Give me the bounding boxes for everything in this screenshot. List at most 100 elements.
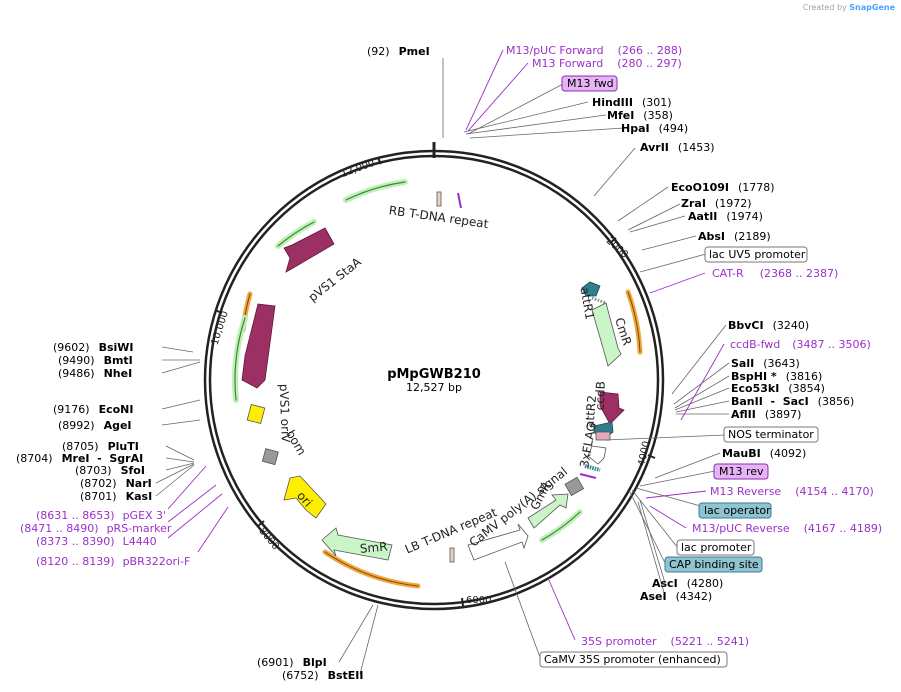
primer-leaders (167, 49, 725, 641)
enzyme-econi: (9176)EcoNI (53, 403, 133, 416)
enzyme-avrii: AvrII(1453) (640, 141, 714, 154)
label-bom: bom (283, 428, 308, 458)
box-lac-uv5-promoter-text: lac UV5 promoter (709, 248, 806, 261)
box-m13-rev-text: M13 rev (719, 465, 764, 478)
ruler-label-6000: 6000 (466, 595, 491, 606)
enzyme-pmei: (92)PmeI (367, 45, 430, 58)
enzyme-ecoo109i: EcoO109I(1778) (671, 181, 775, 194)
plasmid-name: pMpGWB210 (387, 367, 481, 382)
camv-polya-arrow (467, 523, 529, 561)
enzyme-aatii: AatII(1974) (688, 210, 763, 223)
oriv-marker (246, 403, 266, 425)
primer-ccdb-fwd: ccdB-fwd(3487 .. 3506) (730, 338, 871, 351)
label-smr: SmR (359, 539, 388, 555)
primer-prs-marker: (8471 .. 8490)pRS-marker (20, 522, 172, 535)
enzyme-eco53ki: Eco53kI(3854) (731, 382, 825, 395)
label-oriv: pVS1 oriV (277, 384, 293, 444)
grey-marker-small (564, 476, 585, 497)
enzyme-bsphi: BspHI *(3816) (731, 370, 822, 383)
enzyme-sali: SalI(3643) (731, 357, 800, 370)
ruler-label-10000: 10,000 (210, 310, 231, 347)
boxed-labels: M13 fwd lac UV5 promoter NOS terminator … (539, 75, 819, 668)
ruler (214, 157, 656, 607)
box-camv-35s-enhanced-text: CaMV 35S promoter (enhanced) (544, 653, 721, 666)
box-nos-terminator-text: NOS terminator (728, 428, 814, 441)
enzyme-blpi: (6901)BlpI (257, 656, 327, 669)
ruler-label-4000: 4000 (636, 440, 652, 467)
enzyme-kasi: (8701)KasI (80, 490, 152, 503)
gmr-arrow (527, 493, 569, 529)
primer-l4440: (8373 .. 8390)L4440 (36, 535, 157, 548)
box-camv-35s-enhanced (539, 651, 728, 668)
label-attr1: attR1 (577, 286, 596, 321)
plasmid-length: 12,527 bp (406, 381, 462, 394)
watermark: Created by SnapGene (802, 3, 895, 12)
green-arcs (232, 179, 583, 543)
box-cap-binding-site (664, 556, 763, 573)
ccdb-arrow (599, 391, 625, 425)
enzyme-sfoi: (8703)SfoI (75, 464, 145, 477)
primer-pbr322ori-f: (8120 .. 8139)pBR322ori-F (36, 555, 190, 568)
primer-pgex-3: (8631 .. 8653)pGEX 3' (36, 509, 166, 522)
primer-cat-r: CAT-R(2368 .. 2387) (712, 267, 838, 280)
box-lac-uv5-promoter (704, 246, 808, 263)
primer-m13-puc-forward: M13/pUC Forward(266 .. 288) (506, 44, 682, 57)
enzyme-nhei: (9486)NheI (58, 367, 132, 380)
enzyme-absi: AbsI(2189) (698, 230, 771, 243)
enzyme-bbvci: BbvCI(3240) (728, 319, 809, 332)
enzyme-agei: (8992)AgeI (58, 419, 132, 432)
enzyme-bsiwi: (9602)BsiWI (53, 341, 134, 354)
ruler-label-12000: 12,000 (340, 158, 377, 180)
box-lac-promoter (676, 539, 755, 556)
box-lac-operator-text: lac operator (704, 504, 771, 517)
bom-marker (261, 448, 279, 466)
enzyme-mrei-sgrai: (8704)MreI - SgrAI (16, 452, 143, 465)
enzyme-asei: AseI(4342) (640, 590, 712, 603)
small-stripes-2 (579, 473, 597, 479)
label-attr2: attR2 (582, 395, 599, 429)
enzyme-labels: (92)PmeI HindIII(301) MfeI(358) HpaI(494… (16, 45, 854, 682)
box-lac-promoter-text: lac promoter (681, 541, 752, 554)
primer-labels: M13/pUC Forward(266 .. 288) M13 Forward(… (20, 44, 882, 648)
enzyme-hindiii: HindIII(301) (592, 96, 672, 109)
box-leaders (467, 83, 727, 661)
primer-m13-puc-reverse: M13/pUC Reverse(4167 .. 4189) (692, 522, 882, 535)
attr1-marker (581, 281, 601, 297)
box-lac-operator (698, 502, 772, 519)
enzyme-asci: AscI(4280) (652, 577, 723, 590)
box-m13-fwd (561, 75, 618, 92)
primer-m13-forward: M13 Forward(280 .. 297) (532, 57, 682, 70)
enzyme-bmti: (9490)BmtI (58, 354, 133, 367)
snapgene-logo: SnapGene (849, 3, 895, 12)
box-cap-binding-site-text: CAP binding site (669, 558, 759, 571)
attr1-stripes (591, 296, 607, 305)
enzyme-zrai: ZraI(1972) (681, 197, 752, 210)
enzyme-aflii: AflII(3897) (731, 408, 801, 421)
enzyme-maubi: MauBI(4092) (722, 447, 806, 460)
small-stripes (584, 464, 601, 472)
flag-arrow (587, 445, 607, 465)
label-repa: pVS1 RepA (272, 296, 295, 364)
pink-marker (595, 431, 611, 441)
label-stab: pVS1 StaA (306, 254, 365, 304)
lb-tdna-repeat-marker (449, 547, 455, 563)
features (241, 191, 625, 563)
rb-tdna-repeat-marker (436, 191, 442, 207)
stab-arrow (283, 227, 335, 273)
enzyme-leaders (155, 58, 730, 675)
box-nos-terminator (723, 426, 819, 443)
box-m13-rev (713, 463, 769, 480)
label-rb: RB T-DNA repeat (388, 203, 490, 231)
enzyme-bsteii: (6752)BstEII (282, 669, 363, 682)
enzyme-mfei: MfeI(358) (607, 109, 673, 122)
primer-35s-promoter: 35S promoter(5221 .. 5241) (581, 635, 749, 648)
repa-arrow (241, 303, 276, 389)
label-ccdb: ccdB (593, 381, 608, 411)
enzyme-nari: (8702)NarI (80, 477, 152, 490)
enzyme-banii-saci: BanII - SacI(3856) (731, 395, 854, 408)
box-m13-fwd-text: M13 fwd (567, 77, 614, 90)
smr-arrow (321, 527, 393, 561)
enzyme-hpai: HpaI(494) (621, 122, 688, 135)
ori-arrow (283, 475, 327, 519)
